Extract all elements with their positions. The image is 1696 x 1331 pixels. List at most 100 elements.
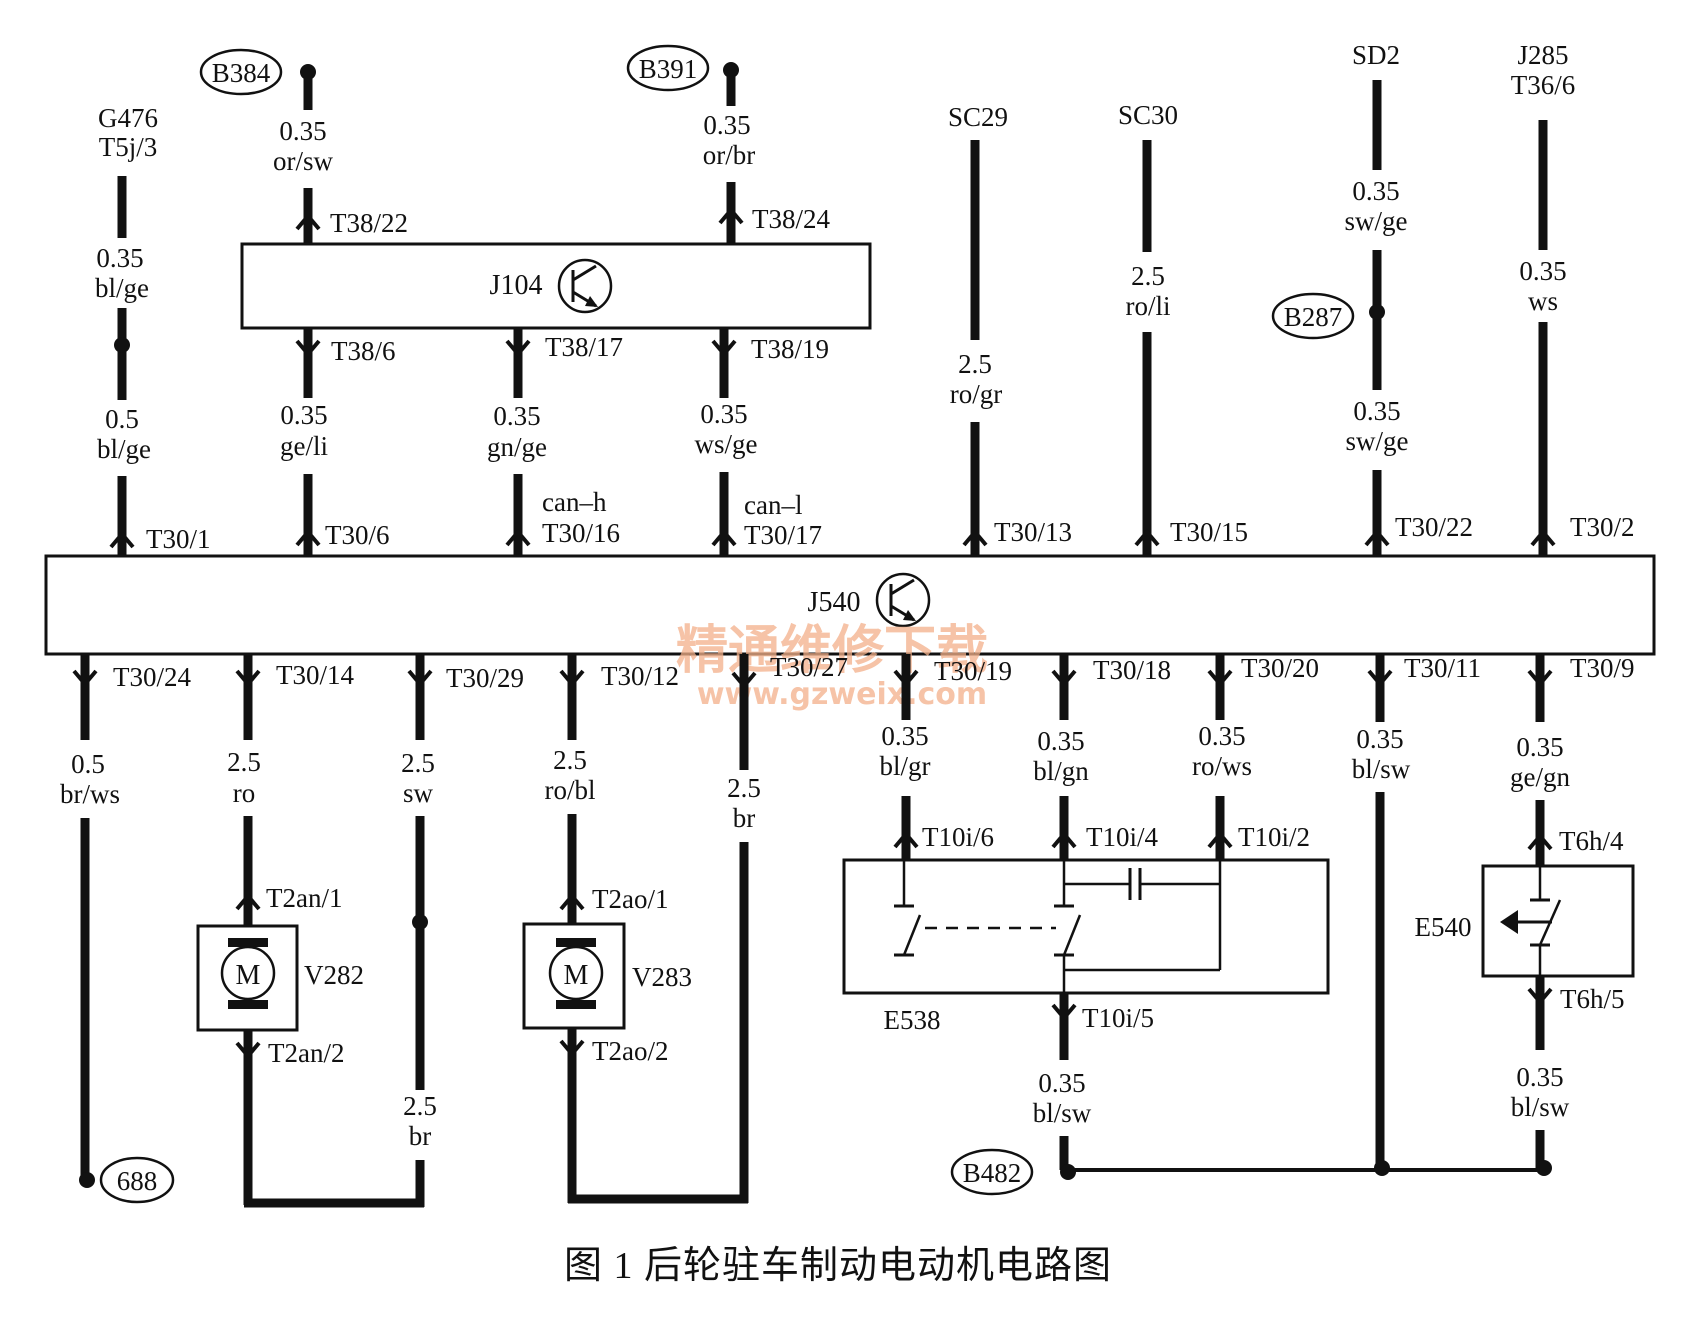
wire-size-label: 2.5 — [958, 349, 992, 379]
wire-color-label: sw/ge — [1346, 426, 1409, 456]
ref-b482: B482 — [963, 1158, 1022, 1188]
pin-label: T30/16 — [542, 518, 620, 548]
component-v282: V282 — [304, 960, 364, 990]
wire-color-label: br/ws — [60, 779, 120, 809]
wire-size-label: 2.5 — [553, 745, 587, 775]
wire-size-label: 2.5 — [403, 1091, 437, 1121]
splice-dot — [412, 914, 428, 930]
wire-color-label: ro/ws — [1192, 751, 1252, 781]
switch-contacts-icon — [894, 860, 1222, 993]
wire-size-label: 0.35 — [1519, 256, 1566, 286]
motor-symbol: M — [236, 960, 261, 991]
pin-label-can: can–h — [542, 487, 607, 517]
motor-symbol: M — [564, 960, 589, 991]
splice-dot — [1369, 304, 1385, 320]
pin-label: T6h/4 — [1559, 826, 1624, 856]
wire-size-label: 0.35 — [96, 243, 143, 273]
wire-size-label: 0.35 — [1037, 726, 1084, 756]
wire-color-label: ge/gn — [1510, 762, 1570, 792]
wire-color-label: bl/sw — [1511, 1092, 1570, 1122]
wire-size-label: 0.35 — [493, 401, 540, 431]
wire-size-label: 0.35 — [1516, 732, 1563, 762]
wire-size-label: 2.5 — [227, 747, 261, 777]
module-j104 — [240, 242, 872, 330]
wire-color-label: sw/ge — [1345, 206, 1408, 236]
component-v283: V283 — [632, 962, 692, 992]
wire-color-label: bl/gn — [1033, 756, 1089, 786]
pin-label-can: can–l — [744, 490, 802, 520]
pin-label: T30/27 — [770, 652, 848, 682]
wire-size-label: 0.35 — [280, 400, 327, 430]
wire-size-label: 0.35 — [1198, 721, 1245, 751]
ref-circle-688 — [99, 1156, 175, 1204]
pin-label: T2an/1 — [266, 883, 342, 913]
pin-label: T30/15 — [1170, 517, 1248, 547]
wire-size-label: 0.35 — [279, 116, 326, 146]
ground-dot — [1060, 1164, 1076, 1180]
wire-color-label: bl/ge — [95, 273, 149, 303]
wire-color-label: ro/bl — [545, 775, 596, 805]
pin-label: T38/19 — [751, 334, 829, 364]
motor-icon: M — [548, 938, 604, 1009]
component-e538: E538 — [884, 1005, 941, 1035]
component-e540: E540 — [1415, 912, 1472, 942]
pin-label: T10i/4 — [1086, 822, 1158, 852]
pin-label: T30/29 — [446, 663, 524, 693]
watermark-cn: 精通维修下载 — [676, 621, 988, 681]
ground-dot — [1374, 1160, 1390, 1176]
wire-size-label: 2.5 — [727, 773, 761, 803]
wire-color-label: ro/gr — [950, 379, 1002, 409]
wire-color-label: gn/ge — [487, 432, 547, 462]
ref-circle-b287 — [1271, 292, 1355, 340]
ground-dot — [79, 1172, 95, 1188]
wire-size-label: 0.5 — [71, 749, 105, 779]
wire-size-label: 0.35 — [1352, 176, 1399, 206]
wire-size-label: 0.35 — [1038, 1068, 1085, 1098]
wire-size-label: 0.35 — [1356, 724, 1403, 754]
wire-color-label: or/br — [703, 140, 755, 170]
pin-label: T10i/5 — [1082, 1003, 1154, 1033]
pin-label: T30/14 — [276, 660, 354, 690]
ref-t366: T36/6 — [1511, 70, 1576, 100]
ground-dot — [1536, 1160, 1552, 1176]
wire-color-label: ws — [1528, 286, 1558, 316]
pin-label: T30/19 — [934, 656, 1012, 686]
ref-b287: B287 — [1284, 302, 1343, 332]
pin-label: T10i/2 — [1238, 822, 1310, 852]
ref-b391: B391 — [639, 54, 698, 84]
wire-size-label: 0.35 — [1353, 396, 1400, 426]
wire-color-label: bl/ge — [97, 434, 151, 464]
pin-label: T30/11 — [1404, 653, 1481, 683]
wire-size-label: 0.35 — [700, 399, 747, 429]
ref-b384: B384 — [212, 58, 271, 88]
module-label-j540: J540 — [808, 587, 861, 618]
module-j540 — [44, 554, 1656, 656]
pin-label: T30/9 — [1570, 653, 1635, 683]
wire-size-label: 0.35 — [881, 721, 928, 751]
ref-t5j3: T5j/3 — [99, 132, 158, 162]
wire-color-label: sw — [403, 778, 434, 808]
wire-color-label: br — [409, 1121, 432, 1151]
pin-label: T30/18 — [1093, 655, 1171, 685]
module-label-j104: J104 — [490, 270, 543, 301]
splice-dot — [114, 337, 130, 353]
wire-size-label: 0.5 — [105, 404, 139, 434]
pin-label: T30/12 — [601, 661, 679, 691]
wire-color-label: ws/ge — [695, 429, 758, 459]
ref-j285: J285 — [1517, 40, 1568, 70]
pin-label: T30/20 — [1241, 653, 1319, 683]
pin-label: T38/17 — [545, 332, 623, 362]
pin-label: T38/22 — [330, 208, 408, 238]
ref-sc29: SC29 — [948, 102, 1008, 132]
pin-label: T30/17 — [744, 520, 822, 550]
pin-label: T2an/2 — [268, 1038, 344, 1068]
wire-color-label: bl/sw — [1352, 754, 1411, 784]
pin-label: T2ao/2 — [592, 1036, 668, 1066]
transistor-icon — [875, 572, 931, 628]
pin-label: T38/24 — [752, 204, 830, 234]
ref-g476: G476 — [98, 103, 158, 133]
pushbutton-switch-icon — [1500, 866, 1562, 976]
pin-label: T30/6 — [325, 520, 390, 550]
pin-label: T10i/6 — [922, 822, 994, 852]
